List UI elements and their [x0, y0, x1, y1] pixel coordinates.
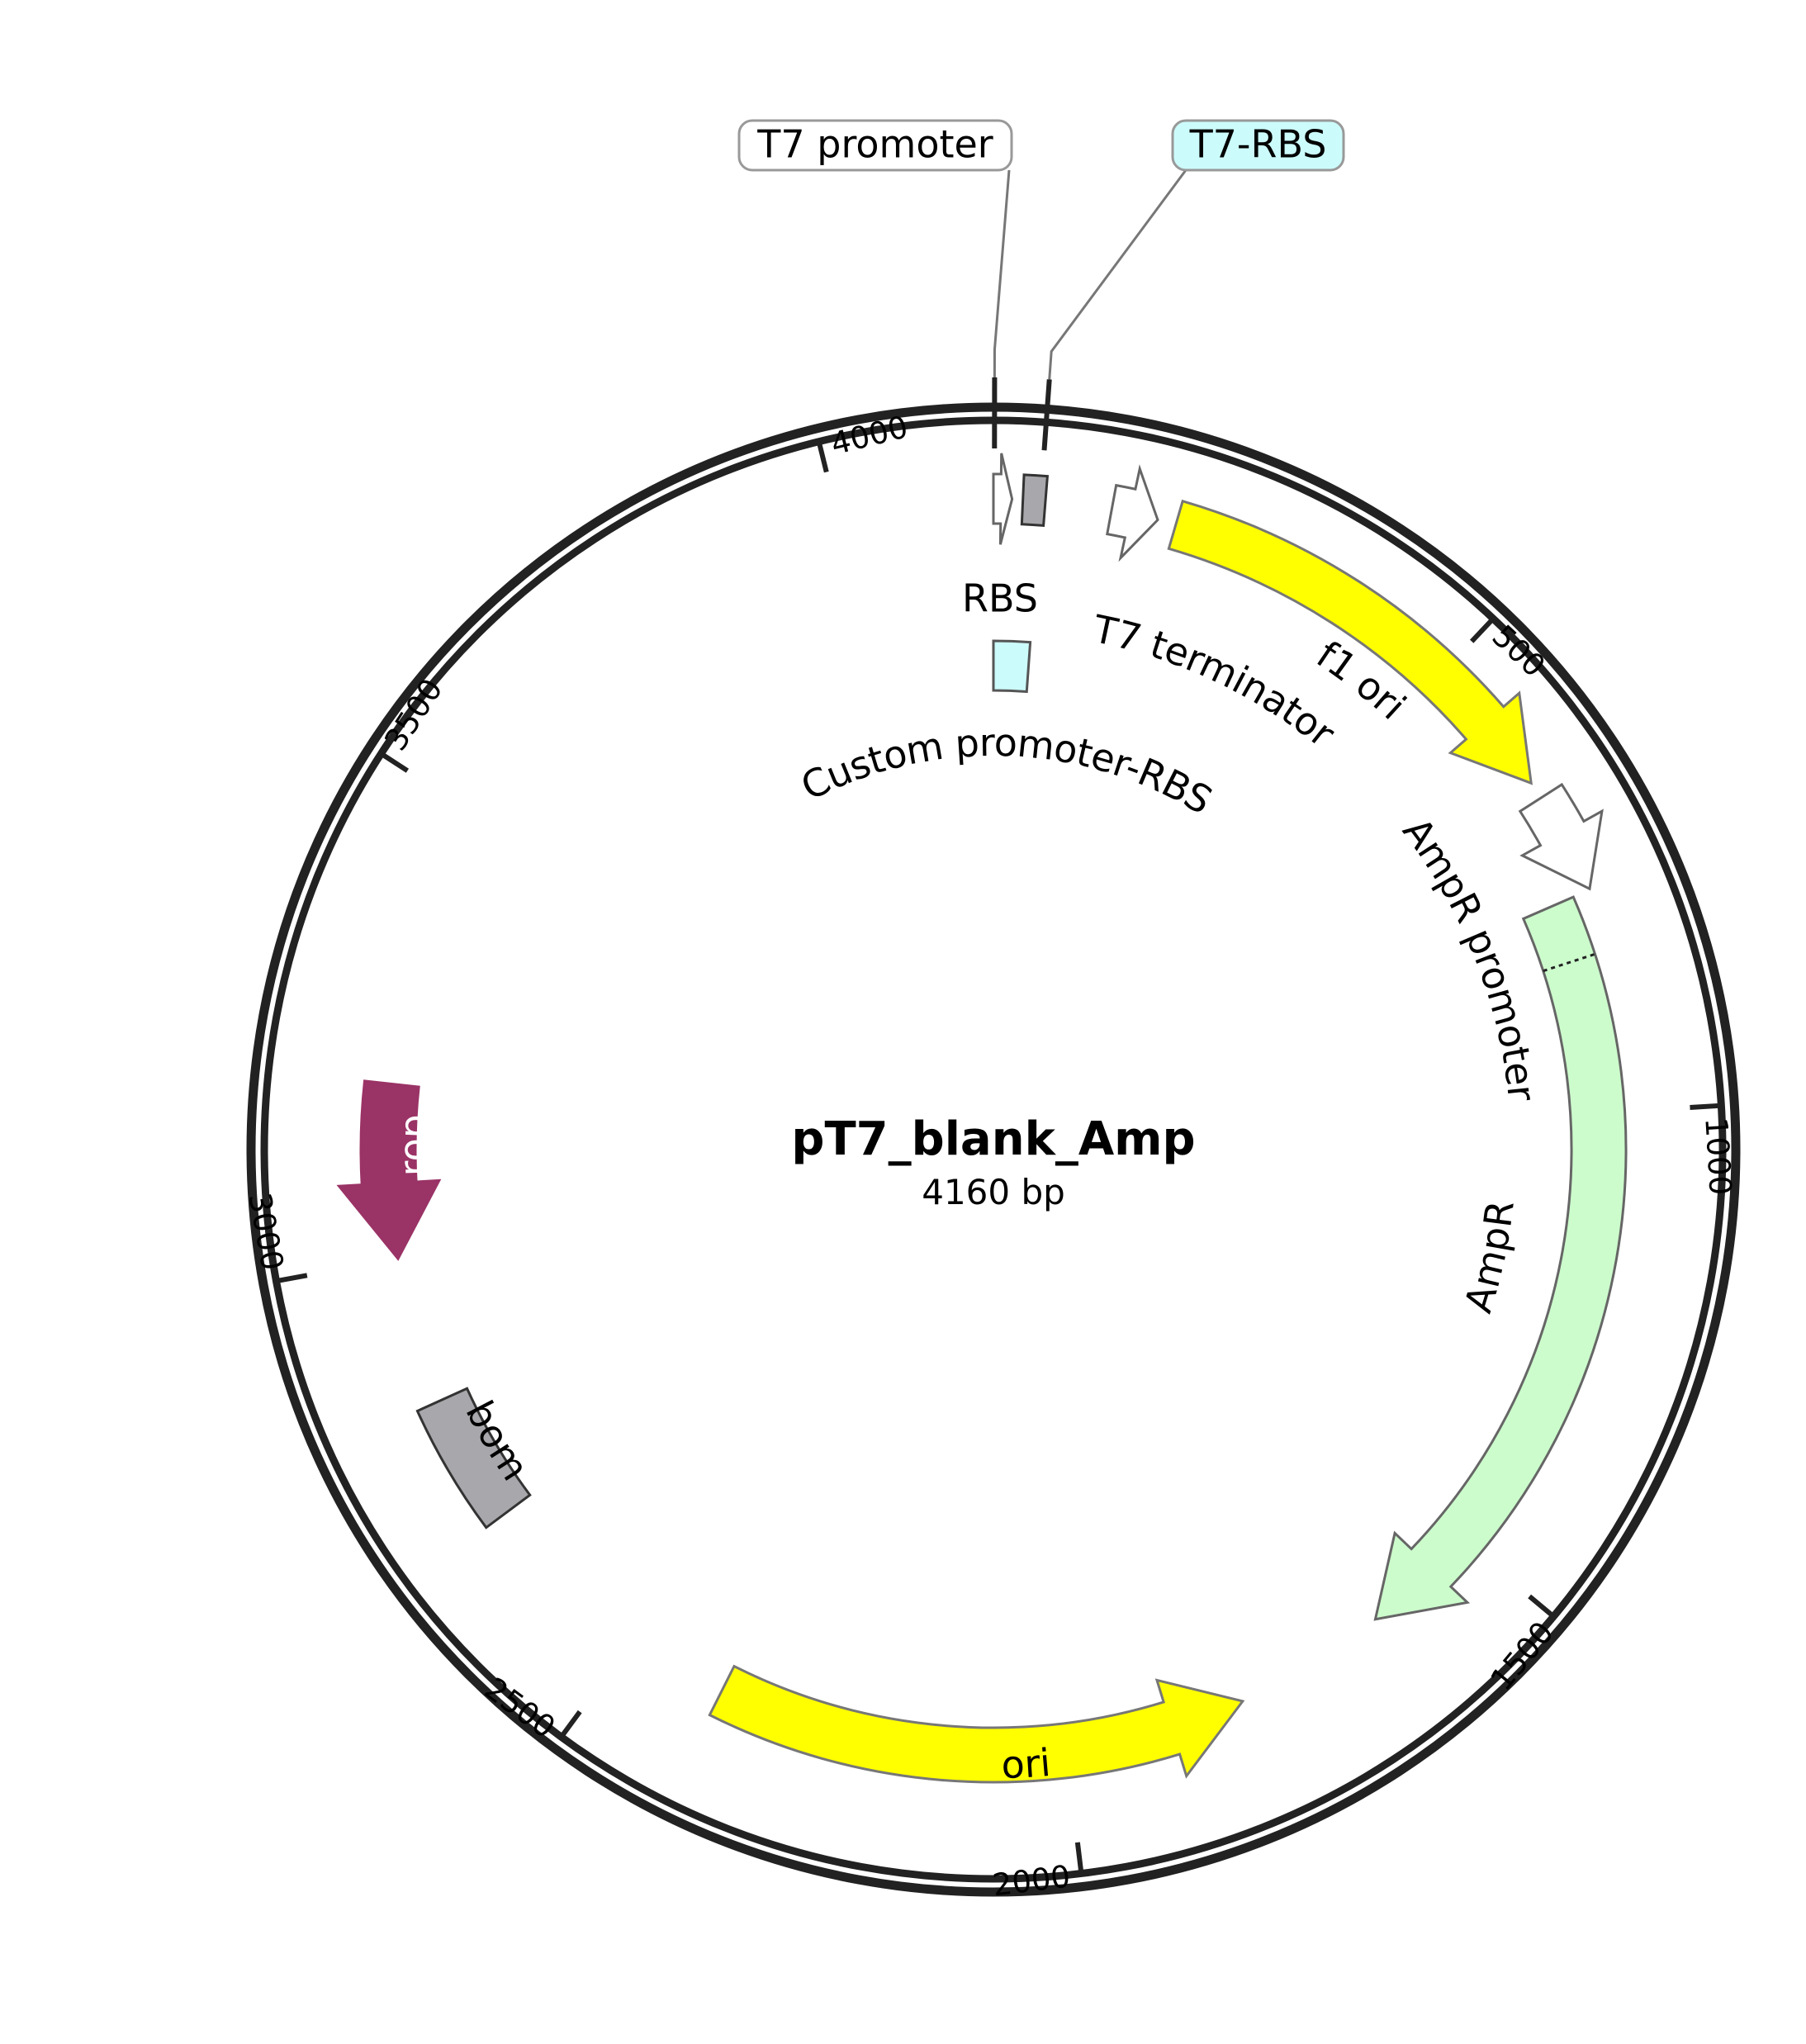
feature-tracks	[336, 453, 1628, 1784]
ori-label: ori	[1001, 1739, 1052, 1786]
ampr-arrow	[1373, 895, 1628, 1621]
tick-label: 1000	[1698, 1117, 1738, 1197]
ampr-promoter-arrow	[1518, 782, 1604, 891]
tick-label: 2500	[478, 1671, 562, 1745]
t7-promoter-arrow	[992, 453, 1014, 545]
t7-terminator-label: T7 terminator	[1088, 605, 1344, 755]
rbs-label: RBS	[962, 576, 1038, 621]
tick-label: 2000	[991, 1858, 1073, 1903]
t7-terminator-arrow	[1106, 464, 1159, 562]
t7-rbs-callout-text: T7-RBS	[1189, 122, 1327, 167]
ori-label-path: ori	[1001, 1739, 1052, 1786]
ampr-label: AmpR	[1455, 1198, 1522, 1318]
tick-mark	[275, 1273, 308, 1284]
t7-terminator-label-path: T7 terminator	[1088, 605, 1344, 755]
t7-promoter-callout-text: T7 promoter	[756, 122, 993, 167]
ampr-promoter-label-path: AmpR promoter	[1395, 809, 1545, 1103]
tick-mark	[559, 1710, 582, 1738]
tick-mark	[1690, 1103, 1722, 1110]
ampr-label-path: AmpR	[1455, 1198, 1522, 1318]
tick-mark	[1470, 616, 1496, 643]
tick-mark	[1074, 1842, 1084, 1874]
tick-mark	[379, 752, 410, 773]
t7-rbs-callout-leader	[1048, 169, 1187, 380]
rop-arrow	[336, 1079, 442, 1261]
t7-promoter-callout-leader	[993, 169, 1011, 378]
t7-rbs-callout-site-tick	[1041, 379, 1052, 451]
t7-rbs-callout-box	[1171, 119, 1345, 172]
custom-promoter-rbs-label: Custom promoter-RBS	[794, 719, 1220, 823]
rop-label: rop	[391, 1113, 436, 1177]
ampr-divider	[1543, 952, 1595, 973]
plasmid-size: 4160 bp	[922, 1172, 1065, 1212]
ori-arrow	[708, 1664, 1245, 1784]
f1-ori-arrow	[1167, 499, 1533, 785]
t7-promoter-callout-box	[737, 119, 1013, 172]
tick-mark	[1528, 1594, 1556, 1619]
custom-promoter-rbs-label-path: Custom promoter-RBS	[794, 719, 1220, 823]
custom-promoter-rbs-box	[992, 639, 1032, 694]
site-callouts: T7 promoter T7-RBS	[737, 119, 1345, 451]
ampr-promoter-label: AmpR promoter	[1395, 809, 1545, 1103]
tick-label: 3000	[241, 1190, 290, 1273]
rop-label-path: rop	[391, 1113, 436, 1177]
tick-mark	[816, 440, 829, 473]
rbs-box	[1020, 473, 1050, 528]
bom-box	[415, 1387, 532, 1529]
tick-label: 4000	[827, 409, 912, 462]
plasmid-name: pT7_blank_Amp	[791, 1112, 1195, 1166]
